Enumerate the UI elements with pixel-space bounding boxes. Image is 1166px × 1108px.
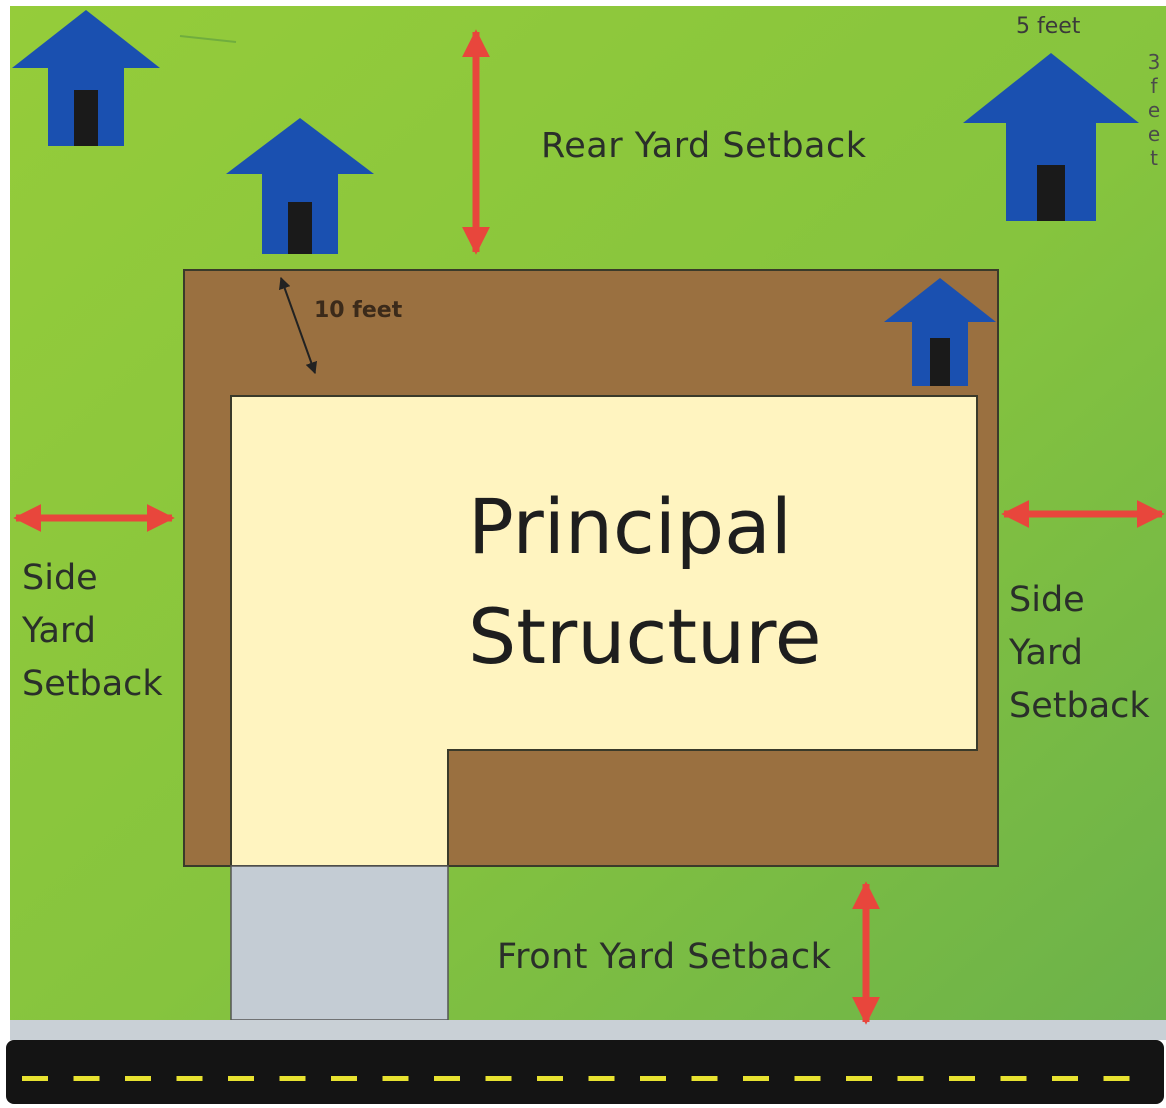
side-left-line: Yard <box>22 611 96 651</box>
lane-dash <box>125 1076 151 1081</box>
three-feet-char: t <box>1150 146 1158 170</box>
accessory-shed-icon <box>884 278 996 386</box>
lane-dash <box>1052 1076 1078 1081</box>
lane-dash <box>794 1076 821 1081</box>
lane-dashes <box>22 1076 1130 1081</box>
driveway <box>230 865 449 1021</box>
lane-dash <box>1103 1076 1130 1081</box>
side-left-line: Setback <box>22 664 163 704</box>
front-yard-setback-label: Front Yard Setback <box>497 937 832 977</box>
road <box>6 1040 1164 1104</box>
accessory-shed-icon <box>226 118 374 254</box>
three-feet-label: 3 f e e t <box>1146 50 1162 170</box>
lane-dash <box>537 1076 563 1081</box>
ten-feet-arrow <box>278 276 318 375</box>
lane-dash <box>382 1076 409 1081</box>
three-feet-char: 3 <box>1147 50 1161 74</box>
three-feet-char: e <box>1147 122 1161 146</box>
lane-dash <box>176 1076 203 1081</box>
title-line: Structure <box>468 592 822 681</box>
side-left-line: Side <box>22 558 98 598</box>
faint-mark <box>179 35 237 43</box>
three-feet-char: e <box>1147 98 1161 122</box>
side-right-line: Setback <box>1009 686 1150 726</box>
sidewalk <box>10 1020 1166 1040</box>
side-right-line: Side <box>1009 580 1085 620</box>
principal-structure-label: Principal Structure <box>468 472 822 692</box>
lane-dash <box>949 1076 975 1081</box>
lane-dash <box>228 1076 254 1081</box>
lane-dash <box>22 1076 48 1081</box>
title-line: Principal <box>468 482 792 571</box>
lane-dash <box>588 1076 615 1081</box>
rear-yard-setback-label: Rear Yard Setback <box>541 126 867 166</box>
lane-dash <box>331 1076 357 1081</box>
accessory-shed-icon <box>12 10 160 146</box>
side-yard-setback-right-label: Side Yard Setback <box>1009 574 1150 733</box>
accessory-shed-icon <box>963 53 1139 221</box>
lane-dash <box>1000 1076 1027 1081</box>
three-feet-char: f <box>1150 74 1158 98</box>
lane-dash <box>73 1076 100 1081</box>
lane-dash <box>434 1076 460 1081</box>
side-yard-setback-left-label: Side Yard Setback <box>22 552 163 711</box>
lane-dash <box>897 1076 924 1081</box>
lane-dash <box>279 1076 306 1081</box>
lane-dash <box>485 1076 512 1081</box>
lane-dash <box>743 1076 769 1081</box>
side-right-line: Yard <box>1009 633 1083 673</box>
ten-feet-label: 10 feet <box>314 298 403 323</box>
lane-dash <box>846 1076 872 1081</box>
lane-dash <box>640 1076 666 1081</box>
five-feet-label: 5 feet <box>1016 14 1081 39</box>
lane-dash <box>691 1076 718 1081</box>
